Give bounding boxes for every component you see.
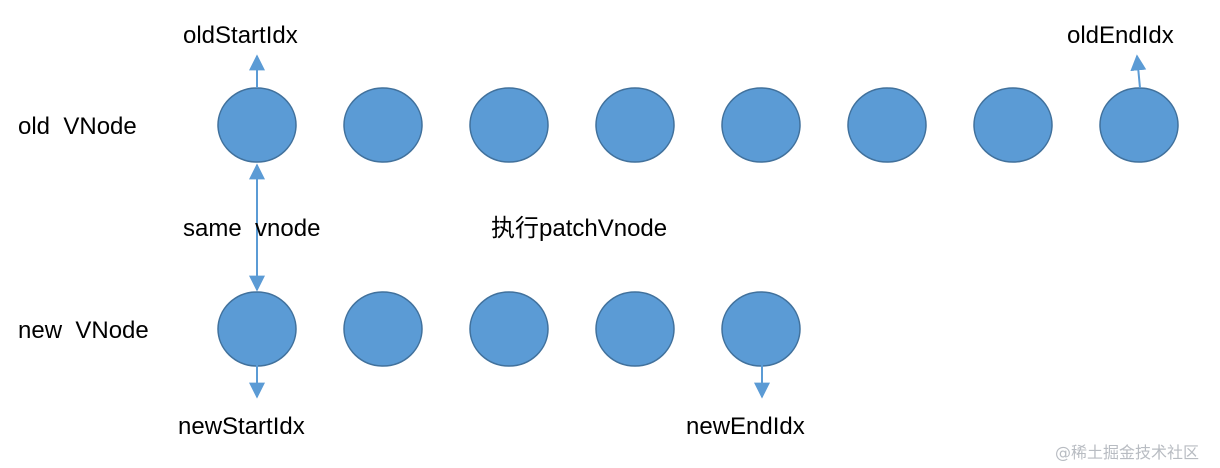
new-vnode-node [217, 291, 297, 367]
new-vnode-label: new VNode [18, 317, 149, 344]
new-vnode-node [721, 291, 801, 367]
new-start-idx-label: newStartIdx [178, 413, 305, 440]
new-vnode-list [217, 291, 801, 367]
same-vnode-label: same vnode [183, 215, 320, 242]
new-vnode-node [469, 291, 549, 367]
old-start-idx-label: oldStartIdx [183, 22, 298, 49]
old-end-arrow [1130, 54, 1147, 89]
old-vnode-node [469, 87, 549, 163]
patch-vnode-label: 执行patchVnode [491, 215, 667, 242]
new-vnode-node [343, 291, 423, 367]
old-vnode-node [217, 87, 297, 163]
old-vnode-list [217, 87, 1179, 163]
new-end-idx-label: newEndIdx [686, 413, 805, 440]
old-vnode-node [1099, 87, 1179, 163]
old-vnode-node [721, 87, 801, 163]
old-end-idx-label: oldEndIdx [1067, 22, 1174, 49]
new-vnode-node [595, 291, 675, 367]
old-vnode-node [973, 87, 1053, 163]
old-vnode-node [343, 87, 423, 163]
watermark: @稀土掘金技术社区 [1055, 443, 1199, 462]
old-vnode-node [847, 87, 927, 163]
old-vnode-label: old VNode [18, 113, 137, 140]
old-vnode-node [595, 87, 675, 163]
